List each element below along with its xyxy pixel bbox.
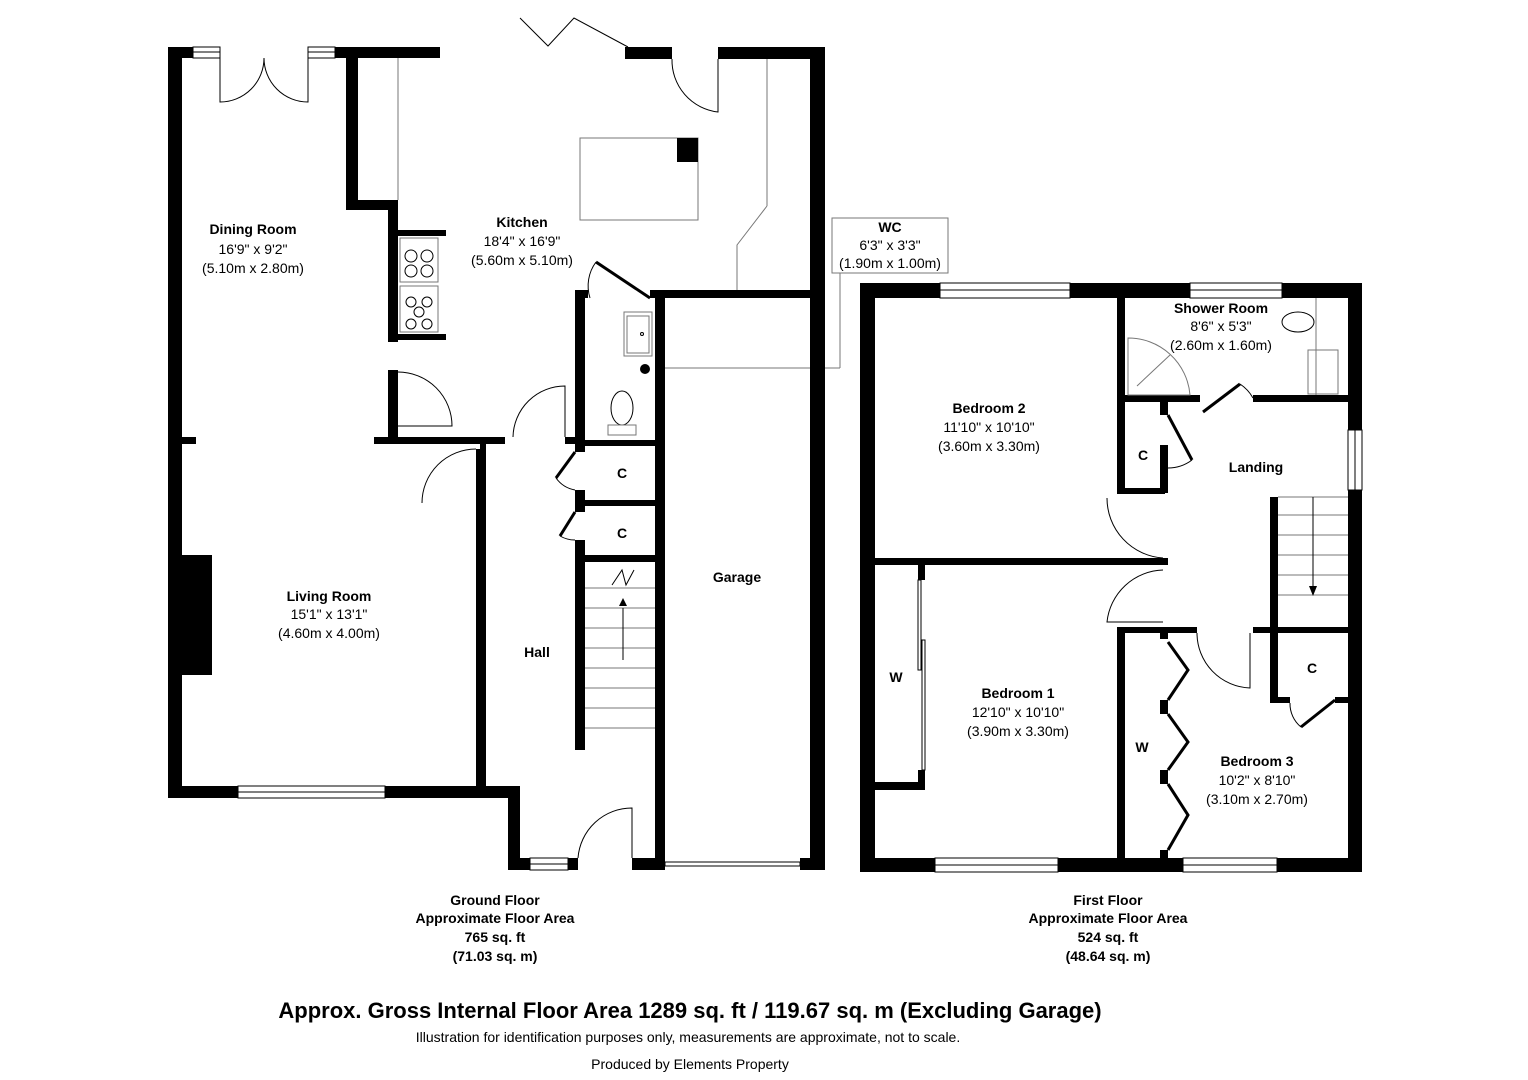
room-name-wardrobe: W bbox=[1135, 739, 1149, 755]
first-floor-title: First Floor bbox=[1073, 892, 1143, 908]
room-dims-bedroom3-metric: (3.10m x 2.70m) bbox=[1206, 791, 1308, 807]
room-dims-bedroom1-metric: (3.90m x 3.30m) bbox=[967, 723, 1069, 739]
room-name-wc: WC bbox=[878, 219, 901, 235]
hob-icon bbox=[399, 237, 439, 333]
room-name-cupboard: C bbox=[617, 525, 627, 541]
room-dims-wc-metric: (1.90m x 1.00m) bbox=[839, 255, 941, 271]
first-floor-plan bbox=[860, 282, 1363, 873]
ground-floor-title: Ground Floor bbox=[450, 892, 540, 908]
room-dims-bedroom2: 11'10" x 10'10" bbox=[943, 419, 1034, 435]
ground-floor-area-label: Approximate Floor Area bbox=[416, 910, 575, 926]
credit: Produced by Elements Property bbox=[591, 1056, 789, 1072]
room-dims-dining-metric: (5.10m x 2.80m) bbox=[202, 260, 304, 276]
room-name-cupboard: C bbox=[617, 465, 627, 481]
first-floor-area-label: Approximate Floor Area bbox=[1029, 910, 1188, 926]
room-dims-bedroom3: 10'2" x 8'10" bbox=[1219, 772, 1296, 788]
room-name-hall: Hall bbox=[524, 644, 550, 660]
room-name-dining: Dining Room bbox=[209, 221, 296, 237]
room-dims-living-metric: (4.60m x 4.00m) bbox=[278, 625, 380, 641]
room-name-cupboard: C bbox=[1138, 447, 1148, 463]
toilet-icon bbox=[607, 390, 637, 436]
ground-floor-plan bbox=[168, 17, 949, 871]
room-name-garage: Garage bbox=[713, 569, 761, 585]
gross-area: Approx. Gross Internal Floor Area 1289 s… bbox=[278, 998, 1101, 1023]
basin-icon bbox=[623, 311, 653, 357]
room-dims-shower-metric: (2.60m x 1.60m) bbox=[1170, 337, 1272, 353]
toilet-icon bbox=[1281, 311, 1315, 333]
room-dims-kitchen: 18'4" x 16'9" bbox=[484, 233, 561, 249]
room-name-bedroom1: Bedroom 1 bbox=[981, 685, 1054, 701]
room-name-landing: Landing bbox=[1229, 459, 1283, 475]
floor-captions: Ground Floor Approximate Floor Area 765 … bbox=[278, 892, 1187, 1072]
room-dims-wc: 6'3" x 3'3" bbox=[859, 237, 920, 253]
stairs-icon bbox=[1278, 496, 1348, 596]
room-dims-bedroom1: 12'10" x 10'10" bbox=[972, 704, 1064, 720]
shower-tray-icon bbox=[1127, 337, 1191, 396]
room-name-living: Living Room bbox=[287, 588, 372, 604]
wardrobe-doors bbox=[1160, 641, 1190, 860]
first-floor-area-sqm: (48.64 sq. m) bbox=[1066, 948, 1151, 964]
ground-floor-area-sqm: (71.03 sq. m) bbox=[453, 948, 538, 964]
kitchen-island bbox=[579, 137, 699, 221]
room-name-shower: Shower Room bbox=[1174, 300, 1268, 316]
room-name-cupboard: C bbox=[1307, 660, 1317, 676]
room-labels: Dining Room 16'9" x 9'2" (5.10m x 2.80m)… bbox=[202, 214, 1317, 807]
room-dims-kitchen-metric: (5.60m x 5.10m) bbox=[471, 252, 573, 268]
room-dims-dining: 16'9" x 9'2" bbox=[219, 241, 288, 257]
basin-icon bbox=[1307, 349, 1339, 395]
ground-floor-area-sqft: 765 sq. ft bbox=[465, 929, 526, 945]
disclaimer: Illustration for identification purposes… bbox=[416, 1029, 960, 1045]
room-name-bedroom2: Bedroom 2 bbox=[952, 400, 1025, 416]
room-dims-living: 15'1" x 13'1" bbox=[291, 606, 368, 622]
room-name-wardrobe: W bbox=[889, 669, 903, 685]
room-name-kitchen: Kitchen bbox=[496, 214, 547, 230]
room-name-bedroom3: Bedroom 3 bbox=[1220, 753, 1293, 769]
room-dims-bedroom2-metric: (3.60m x 3.30m) bbox=[938, 438, 1040, 454]
stairs-icon bbox=[585, 568, 655, 729]
room-dims-shower: 8'6" x 5'3" bbox=[1190, 318, 1251, 334]
first-floor-area-sqft: 524 sq. ft bbox=[1078, 929, 1139, 945]
